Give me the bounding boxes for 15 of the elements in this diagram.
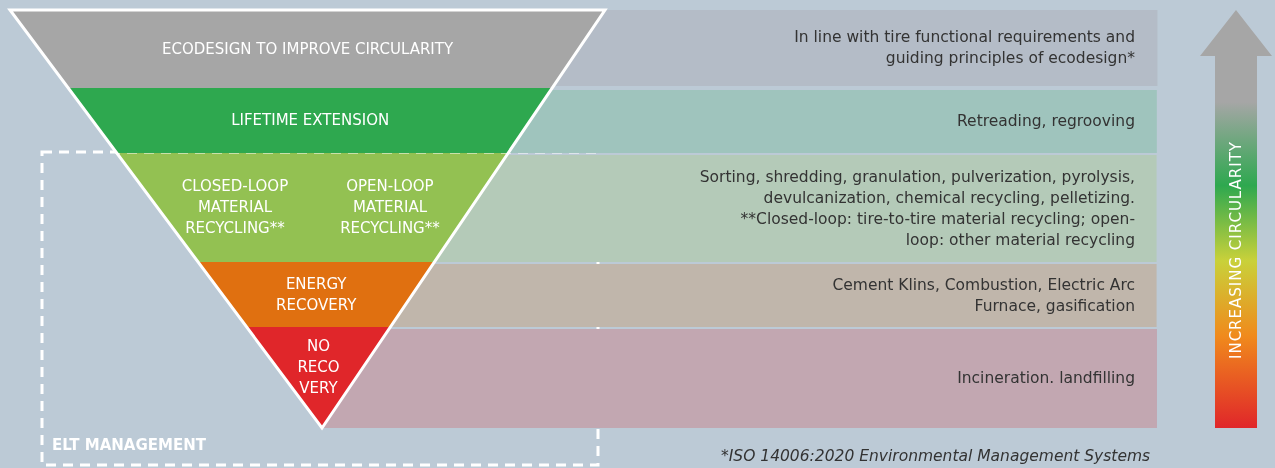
- band-text: Cement Klins, Combustion, Electric Arc Furnace, gasification: [831, 274, 1135, 317]
- tier-label: NO RECO VERY: [296, 335, 341, 399]
- tier-label: ENERGY RECOVERY: [275, 273, 358, 316]
- band-text: Incineration. landfilling: [956, 368, 1135, 389]
- arrow-label: INCREASING CIRCULARITY: [1226, 141, 1246, 359]
- tier-label: CLOSED-LOOP MATERIAL RECYCLING**: [180, 176, 290, 239]
- band-text: Sorting, shredding, granulation, pulverization, pyrolysis, devulcanization, chemical recycling, pelletizing.: [698, 166, 1135, 209]
- tier-label: LIFETIME EXTENSION: [230, 110, 391, 131]
- band-text: In line with tire functional requirements and guiding principles of ecodesign*: [793, 27, 1135, 69]
- group-label: ELT MANAGEMENT: [52, 435, 206, 456]
- tier-label: OPEN-LOOP MATERIAL RECYCLING**: [339, 176, 441, 239]
- tier-label: ECODESIGN TO IMPROVE CIRCULARITY: [160, 38, 455, 60]
- band-text: Retreading, regrooving: [956, 111, 1135, 132]
- footnote: *ISO 14006:2020 Environmental Management Systems: [721, 447, 1151, 465]
- band-text: **Closed-loop: tire-to-tire material recycling; open-loop: other material recycling: [740, 208, 1135, 251]
